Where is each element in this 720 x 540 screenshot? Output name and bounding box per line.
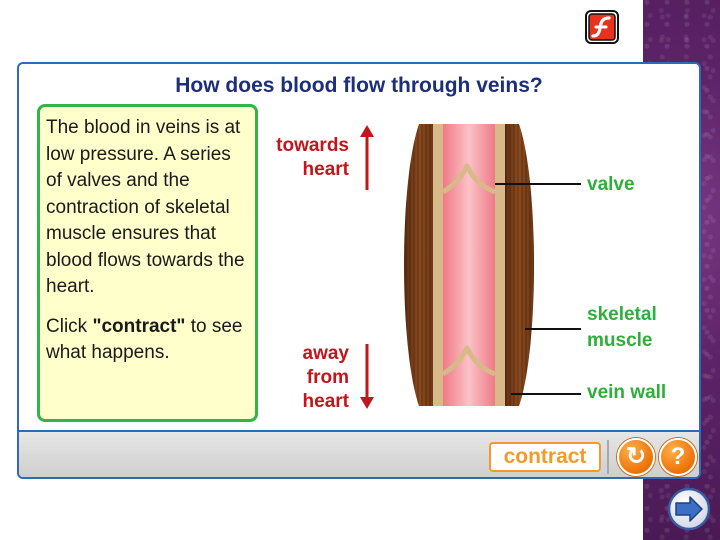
click-instruction-suffix: to see what happens.: [46, 315, 243, 364]
next-arrow-icon[interactable]: [667, 487, 711, 531]
arrow-up-icon: [360, 125, 374, 190]
reset-button[interactable]: ↻: [617, 438, 655, 476]
skeletal-muscle-label-line1: skeletal: [587, 304, 657, 325]
upper-valve: [441, 163, 496, 195]
click-instruction-emphasis: "contract": [92, 315, 186, 337]
help-button[interactable]: ?: [659, 438, 697, 476]
vein-wall-label: vein wall: [587, 382, 667, 403]
click-instruction: Click "contract" to see what happens.: [46, 314, 249, 367]
arrow-down-icon: [360, 344, 374, 409]
flash-logo-icon: [585, 10, 619, 44]
lower-valve: [441, 345, 496, 377]
help-icon: ?: [670, 443, 686, 470]
away-from-heart-line2: from: [306, 367, 349, 388]
away-from-heart-label: away from heart: [251, 342, 349, 414]
vein-diagram: [404, 124, 534, 406]
valve-label: valve: [587, 174, 635, 195]
skeletal-muscle-label-line2: muscle: [587, 330, 653, 351]
explanation-text: The blood in veins is at low pressure. A…: [46, 117, 245, 297]
contract-button[interactable]: contract: [489, 442, 601, 472]
away-from-heart-line1: away: [302, 343, 349, 364]
reset-icon: ↻: [625, 443, 647, 470]
towards-heart-line1: towards: [276, 135, 349, 156]
skeletal-muscle-label: skeletal muscle: [587, 302, 657, 354]
click-instruction-prefix: Click: [46, 315, 93, 337]
label-pointer-lines: [495, 183, 581, 395]
vein-wall-left: [433, 124, 443, 406]
explanation-box: The blood in veins is at low pressure. A…: [37, 104, 258, 422]
footer-divider: [607, 440, 609, 474]
towards-heart-line2: heart: [302, 159, 349, 180]
towards-heart-label: towards heart: [251, 134, 349, 182]
page-title: How does blood flow through veins?: [175, 74, 543, 97]
vein-wall-right: [495, 124, 505, 406]
away-from-heart-line3: heart: [302, 391, 349, 412]
main-panel: How does blood flow through veins? The b…: [17, 62, 701, 479]
